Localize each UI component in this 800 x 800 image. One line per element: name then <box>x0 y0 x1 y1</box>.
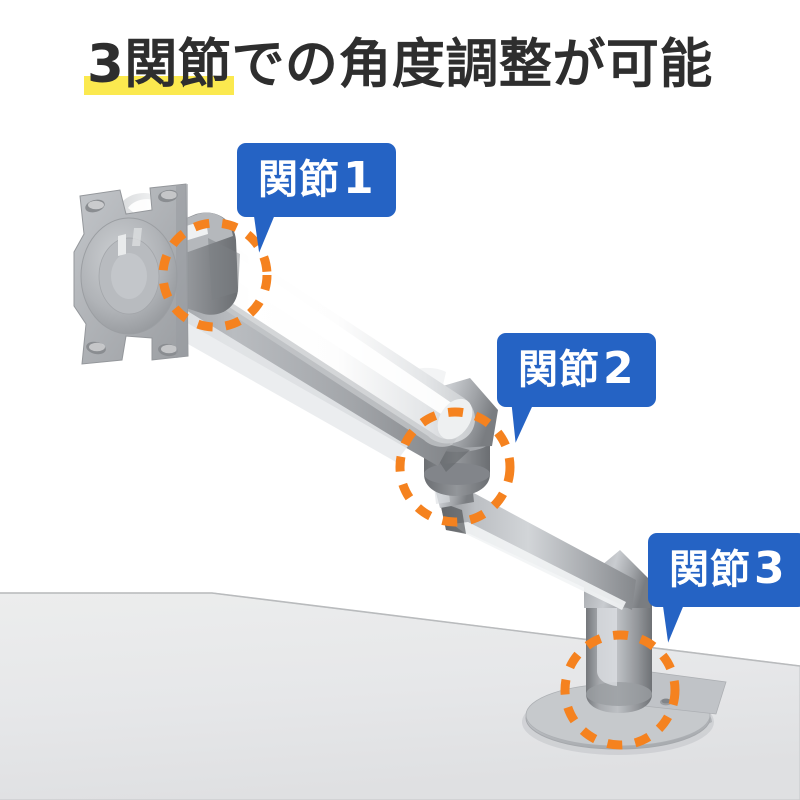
page-title-highlighted: 3関節 <box>84 34 235 95</box>
callout-bubble-joint-3: 関節3 <box>648 533 800 607</box>
callout-label-joint-3: 関節 <box>669 547 751 593</box>
callout-number-joint-3: 3 <box>754 543 786 594</box>
page-title: 3関節での角度調整が可能 <box>84 34 713 96</box>
callout-number-joint-1: 1 <box>343 153 375 204</box>
callout-bubble-joint-1: 関節1 <box>237 143 396 217</box>
page-title-wrapper: 3関節での角度調整が可能 <box>0 34 800 96</box>
callout-joint-2: 関節2 <box>497 333 656 443</box>
callout-bubble-joint-2: 関節2 <box>497 333 656 407</box>
callout-label-joint-2: 関節 <box>518 347 600 393</box>
page-title-rest: での角度調整が可能 <box>231 34 713 95</box>
product-photo <box>0 110 800 800</box>
callout-number-joint-2: 2 <box>603 343 635 394</box>
callout-label-joint-1: 関節 <box>258 157 340 203</box>
callout-joint-3: 関節3 <box>648 533 800 643</box>
callout-joint-1: 関節1 <box>237 143 396 253</box>
